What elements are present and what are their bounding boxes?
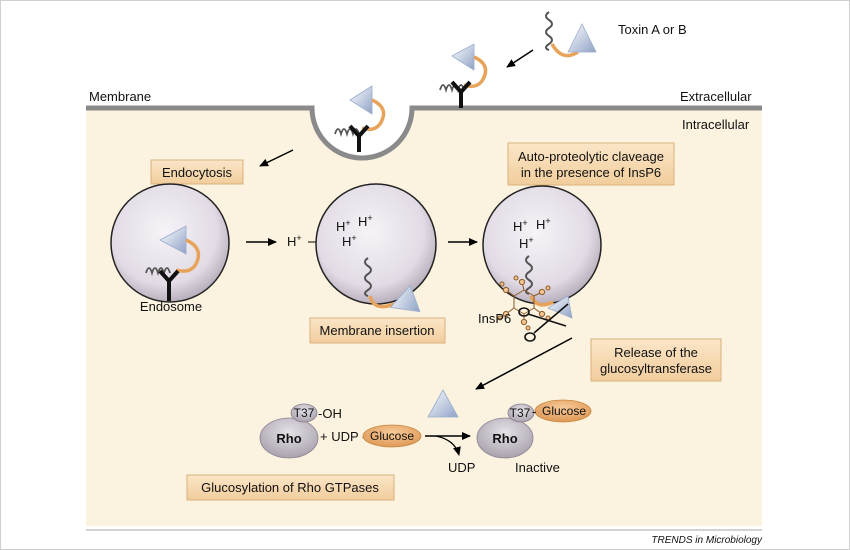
- inactive-label: Inactive: [515, 460, 560, 475]
- proton-2: H+: [358, 213, 373, 229]
- footer-label: TRENDS in Microbiology: [651, 535, 763, 546]
- acidified-vesicle: [315, 183, 437, 313]
- triangle-icon: [547, 295, 573, 319]
- receptor-bound-toxin: [439, 43, 488, 108]
- toxin-label: Toxin A or B: [618, 22, 687, 37]
- cytoplasm: [86, 108, 762, 526]
- intracellular-label: Intracellular: [682, 117, 750, 132]
- endocytosis-label: Endocytosis: [162, 165, 233, 180]
- enzyme-triangle-icon: [427, 389, 459, 418]
- triangle-icon: [567, 23, 597, 53]
- rho-active: [259, 403, 319, 459]
- bond-dash: -: [532, 404, 536, 419]
- glucose-label-donor: Glucose: [370, 429, 414, 443]
- rho-inactive: [476, 399, 592, 459]
- glucosylation-box: [186, 474, 395, 501]
- membrane-label: Membrane: [89, 89, 151, 104]
- glucose-label-attached: Glucose: [542, 404, 586, 418]
- t37-label-inactive: T37: [510, 406, 531, 420]
- arrow-binding: [506, 49, 534, 68]
- release-line2: glucosyltransferase: [600, 361, 712, 376]
- extracellular-label: Extracellular: [680, 89, 752, 104]
- free-toxin: [545, 11, 597, 58]
- proton-outside: H+: [287, 233, 302, 249]
- insp6-label: InsP6: [478, 311, 511, 326]
- proton-5: H+: [536, 216, 551, 232]
- udp-plus-label: + UDP -: [320, 429, 366, 444]
- pit-toxin: [334, 85, 386, 152]
- glucosylation-label: Glucosylation of Rho GTPases: [201, 480, 379, 495]
- autoproteolytic-box: [507, 142, 675, 186]
- t37-label-active: T37: [294, 406, 315, 420]
- proton-3: H+: [342, 233, 357, 249]
- autoproteolytic-line2: in the presence of InsP6: [521, 165, 661, 180]
- membrane-insertion-box: [309, 317, 446, 344]
- triangle-icon: [389, 284, 421, 313]
- proton-1: H+: [336, 218, 351, 234]
- rho-label-active: Rho: [276, 431, 301, 446]
- autoproteolytic-line1: Auto-proteolytic claveage: [518, 149, 664, 164]
- glucose-attached: [534, 399, 592, 423]
- plasma-membrane: [86, 105, 762, 161]
- arrow-endocytosis: [259, 149, 294, 167]
- endosome-label: Endosome: [140, 299, 202, 314]
- rho-label-inactive: Rho: [492, 431, 517, 446]
- hydroxyl-label: -OH: [318, 406, 342, 421]
- glucose-donor: [362, 424, 422, 448]
- scissors-icon: [518, 303, 569, 342]
- udp-label: UDP: [448, 460, 475, 475]
- cleavage-vesicle: [482, 185, 602, 319]
- arrow-release: [475, 337, 573, 390]
- membrane-insertion-label: Membrane insertion: [320, 323, 435, 338]
- insp6-molecule: [497, 275, 551, 331]
- endocytosis-box: [150, 159, 244, 185]
- endosome-vesicle: [110, 183, 230, 303]
- proton-6: H+: [519, 235, 534, 251]
- release-line1: Release of the: [614, 345, 698, 360]
- proton-4: H+: [513, 218, 528, 234]
- arrow-udp-release: [435, 435, 461, 456]
- release-box: [590, 338, 722, 382]
